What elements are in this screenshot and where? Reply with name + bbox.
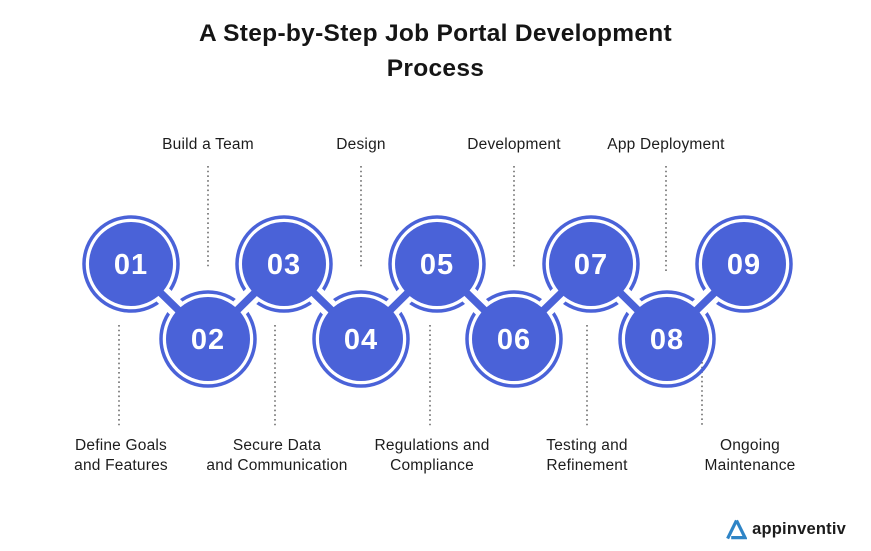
- step-label-testing: Testing and Refinement: [546, 437, 628, 474]
- step-label-ongoing: Ongoing Maintenance: [704, 437, 796, 474]
- page-title-line1: A Step-by-Step Job Portal Development: [198, 20, 673, 47]
- step-number: 07: [574, 249, 608, 281]
- page-title-line2: Process: [386, 55, 485, 82]
- step-ring-09: [695, 215, 793, 313]
- step-circle-05: [395, 222, 479, 306]
- step-ring-01: [82, 215, 180, 313]
- appinventiv-logo: appinventiv: [726, 518, 846, 540]
- step-ring-06: [465, 290, 563, 388]
- step-label-build-a-team: Build a Team: [162, 136, 254, 153]
- step-number: 08: [650, 324, 684, 356]
- step-ring-03: [235, 215, 333, 313]
- step-ring-07: [542, 215, 640, 313]
- step-label-secure-data: Secure Data and Communication: [206, 437, 348, 474]
- step-number: 06: [497, 324, 531, 356]
- step-label-design: Design: [336, 136, 386, 153]
- step-circle-03: [242, 222, 326, 306]
- step-number: 03: [267, 249, 301, 281]
- step-ring-02: [159, 290, 257, 388]
- step-ring-05: [388, 215, 486, 313]
- step-circle-07: [549, 222, 633, 306]
- step-number: 01: [114, 249, 148, 281]
- step-circle-04: [319, 297, 403, 381]
- step-circle-02: [166, 297, 250, 381]
- step-label-app-deployment: App Deployment: [607, 136, 725, 153]
- step-label-regulations: Regulations and Compliance: [374, 437, 490, 474]
- step-number: 09: [727, 249, 761, 281]
- step-circle-06: [472, 297, 556, 381]
- triangle-a-icon: [726, 519, 748, 540]
- step-circle-01: [89, 222, 173, 306]
- step-number: 02: [191, 324, 225, 356]
- step-number: 04: [344, 324, 378, 356]
- step-label-development: Development: [467, 136, 561, 153]
- page-title: A Step-by-Step Job Portal Development Pr…: [0, 16, 871, 86]
- step-ring-04: [312, 290, 410, 388]
- logo-text: appinventiv: [752, 519, 846, 538]
- step-circle-09: [702, 222, 786, 306]
- step-label-define-goals: Define Goals and Features: [74, 437, 168, 474]
- step-number: 05: [420, 249, 454, 281]
- step-circle-08: [625, 297, 709, 381]
- step-ring-08: [618, 290, 716, 388]
